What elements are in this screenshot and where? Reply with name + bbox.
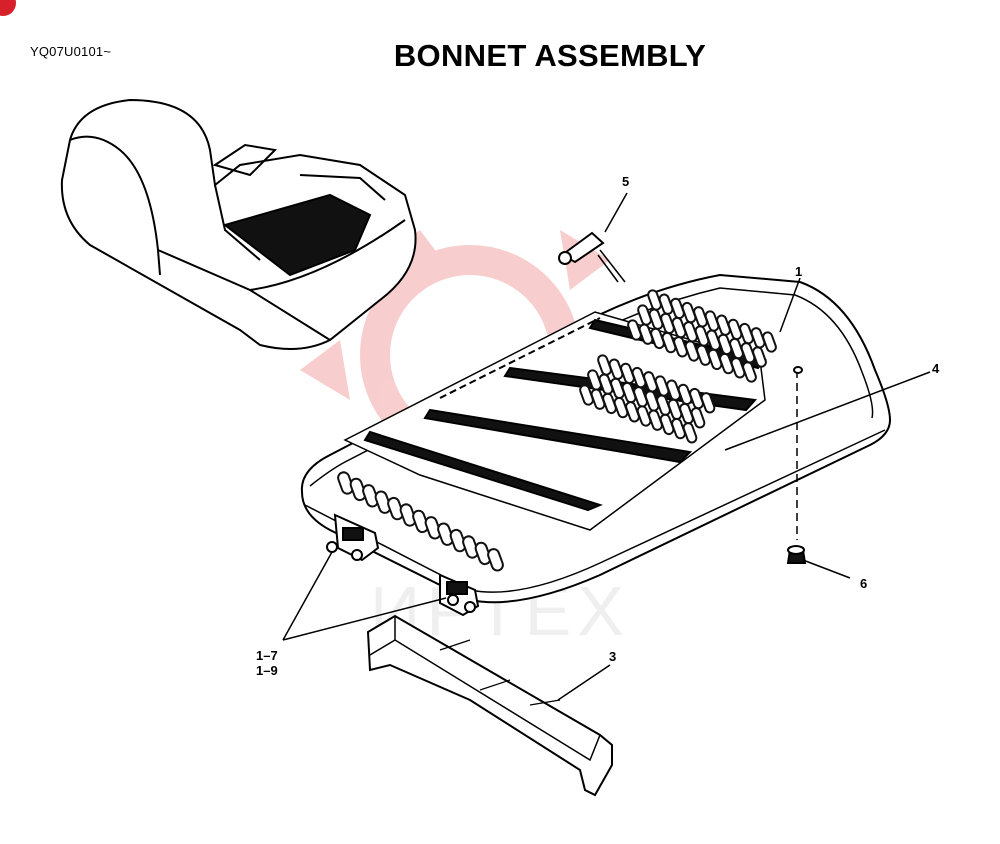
- callout-3: 3: [609, 649, 616, 664]
- vent-slot: [742, 361, 757, 383]
- vent-slot: [682, 422, 698, 444]
- callout-1-9: 1–9: [256, 663, 278, 678]
- callout-5: 5: [622, 174, 629, 189]
- stopper-part: [786, 366, 807, 564]
- hinge-left: [326, 513, 380, 562]
- vent-slot: [752, 346, 767, 368]
- vent-slots: [337, 289, 777, 572]
- callout-1-7: 1–7: [256, 648, 278, 663]
- rear-cover: [366, 614, 613, 797]
- corner-badge: [0, 0, 16, 16]
- seat-assembly: [60, 98, 417, 350]
- callout-4: 4: [932, 361, 940, 376]
- latch-part: [558, 231, 626, 283]
- vent-slot: [690, 407, 706, 429]
- callout-1: 1: [795, 264, 802, 279]
- hinge-right: [439, 573, 480, 617]
- document-code: YQ07U0101~: [30, 44, 112, 59]
- vent-slot: [700, 392, 716, 414]
- vent-slot: [487, 548, 504, 572]
- vent-slot: [762, 331, 777, 353]
- page-title: BONNET ASSEMBLY: [393, 38, 707, 73]
- callout-6: 6: [860, 576, 867, 591]
- leader-lines: [282, 192, 931, 701]
